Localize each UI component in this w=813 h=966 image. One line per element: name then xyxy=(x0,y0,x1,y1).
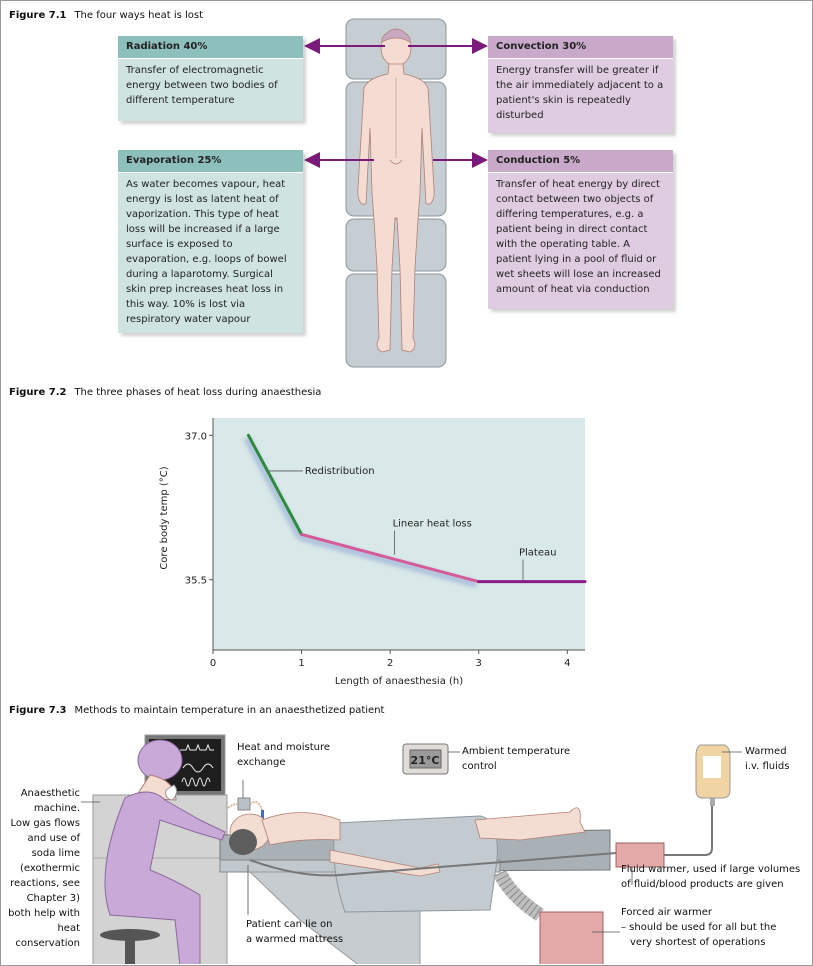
thermostat-display: 21°C xyxy=(411,754,440,767)
series-line-redistribution xyxy=(246,433,304,536)
radiation-box: Radiation 40% Transfer of electromagneti… xyxy=(118,36,303,121)
convection-text: Energy transfer will be greater if the a… xyxy=(488,59,673,133)
label-line: a warmed mattress xyxy=(246,934,344,945)
air-warmer-label: Forced air warmer – should be used for a… xyxy=(621,905,776,950)
label-line: – should be used for all but the xyxy=(621,922,777,933)
figure-number: Figure 7.2 xyxy=(9,387,67,398)
x-tick-label: 4 xyxy=(564,658,570,669)
x-tick-label: 3 xyxy=(476,658,482,669)
annotation-plateau: Plateau xyxy=(519,548,556,559)
annotation-linear-heat-loss: Linear heat loss xyxy=(393,519,472,530)
x-tick-label: 1 xyxy=(298,658,304,669)
figure-number: Figure 7.1 xyxy=(9,10,67,21)
label-line: and use of xyxy=(27,833,80,844)
label-line: both help with xyxy=(8,908,80,919)
annotation-redistribution: Redistribution xyxy=(305,466,375,477)
label-line: Fluid warmer, used if large volumes xyxy=(621,864,801,875)
label-line: Low gas flows xyxy=(10,818,80,829)
label-line: Ambient temperature xyxy=(462,746,571,757)
convection-box: Convection 30% Energy transfer will be g… xyxy=(488,36,673,133)
y-tick-label: 35.5 xyxy=(185,576,207,587)
label-line: Heat and moisture xyxy=(237,742,331,753)
x-tick-label: 0 xyxy=(210,658,216,669)
label-line: control xyxy=(462,761,497,772)
warming-hose xyxy=(493,869,544,921)
patient-hair xyxy=(229,829,257,855)
label-line: Forced air warmer xyxy=(621,907,713,918)
x-axis-label: Length of anaesthesia (h) xyxy=(335,676,463,687)
label-line: conservation xyxy=(15,938,80,949)
label-line: of fluid/blood products are given xyxy=(621,879,784,890)
conduction-heading: Conduction 5% xyxy=(488,150,673,173)
figure-7-2-caption: Figure 7.2 The three phases of heat loss … xyxy=(9,387,321,398)
y-tick-label: 37.0 xyxy=(185,431,207,442)
label-line: machine. xyxy=(33,803,80,814)
label-line: i.v. fluids xyxy=(745,761,790,772)
fluid-warmer-label: Fluid warmer, used if large volumes of f… xyxy=(621,862,800,892)
iv-fluids-label: Warmed i.v. fluids xyxy=(745,744,789,774)
stool xyxy=(100,929,160,941)
machine-label: Anaesthetic machine. Low gas flows and u… xyxy=(8,786,80,951)
forced-air-warmer xyxy=(539,911,604,964)
mattress-label: Patient can lie on a warmed mattress xyxy=(246,917,343,947)
conduction-text: Transfer of heat energy by direct contac… xyxy=(488,173,673,309)
airway-tube xyxy=(261,810,264,822)
theatre-illustration: 21°C xyxy=(81,734,742,964)
label-line: very shortest of operations xyxy=(630,937,766,948)
label-line: Anaesthetic xyxy=(20,788,80,799)
figure-number: Figure 7.3 xyxy=(9,705,67,716)
figure-7-1-caption: Figure 7.1 The four ways heat is lost xyxy=(9,10,203,21)
figure-7-3-caption: Figure 7.3 Methods to maintain temperatur… xyxy=(9,705,384,716)
conduction-box: Conduction 5% Transfer of heat energy by… xyxy=(488,150,673,309)
iv-line xyxy=(664,806,713,856)
figure-title: The four ways heat is lost xyxy=(74,10,204,21)
label-line: Patient can lie on xyxy=(246,919,333,930)
label-line: heat xyxy=(57,923,80,934)
y-axis-label: Core body temp (°C) xyxy=(159,466,170,569)
plot-area xyxy=(213,418,585,650)
thermostat xyxy=(402,743,449,775)
hme-filter xyxy=(237,797,251,811)
label-line: (exothermic xyxy=(20,863,80,874)
convection-heading: Convection 30% xyxy=(488,36,673,59)
radiation-text: Transfer of electromagnetic energy betwe… xyxy=(118,59,303,121)
label-line: soda lime xyxy=(31,848,80,859)
evaporation-box: Evaporation 25% As water becomes vapour,… xyxy=(118,150,303,333)
fluid-warmer xyxy=(615,842,665,868)
figure-title: The three phases of heat loss during ana… xyxy=(74,387,322,398)
iv-bag xyxy=(695,744,731,806)
evaporation-heading: Evaporation 25% xyxy=(118,150,303,173)
x-tick-label: 2 xyxy=(387,658,393,669)
radiation-heading: Radiation 40% xyxy=(118,36,303,59)
label-line: exchange xyxy=(237,757,286,768)
evaporation-text: As water becomes vapour, heat energy is … xyxy=(118,173,303,333)
ambient-label: Ambient temperature control xyxy=(462,744,570,774)
series-shadow-linear-heat-loss xyxy=(298,534,478,588)
series-line-linear-heat-loss xyxy=(300,532,481,584)
series-shadow-redistribution xyxy=(243,436,303,539)
leader-lines xyxy=(81,751,742,933)
label-line: Chapter 3) xyxy=(26,893,80,904)
label-line: Warmed xyxy=(745,746,787,757)
patient-on-table-illustration xyxy=(345,18,447,368)
human-body xyxy=(357,28,435,353)
anaesthetist xyxy=(104,739,226,964)
figure-title: Methods to maintain temperature in an an… xyxy=(74,705,385,716)
hme-label: Heat and moisture exchange xyxy=(237,740,330,770)
label-line: reactions, see xyxy=(10,878,80,889)
